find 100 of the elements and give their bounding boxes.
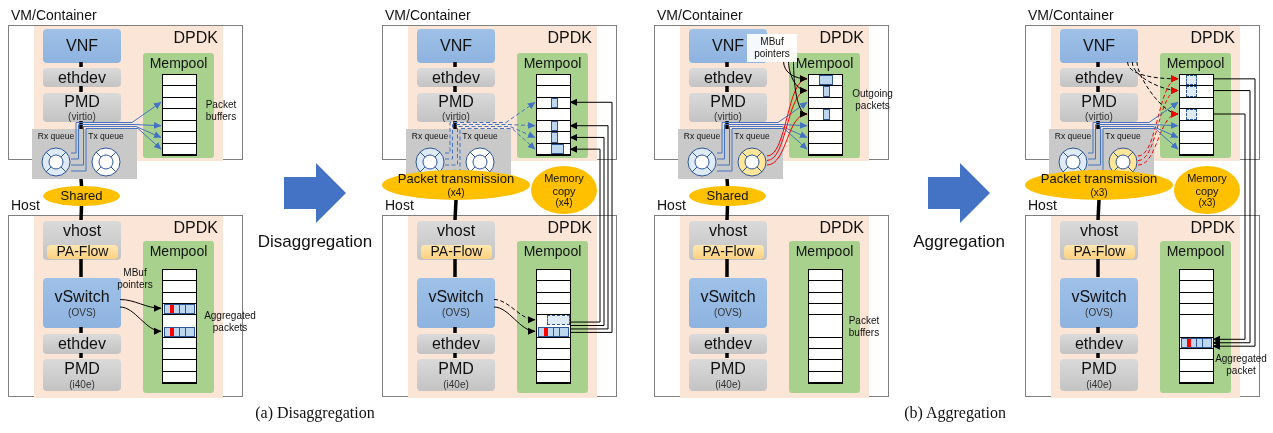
mempool-box xyxy=(1160,53,1231,158)
connector-line xyxy=(453,62,457,67)
buffer-stack xyxy=(536,74,571,156)
arrow xyxy=(444,126,536,166)
region-label: DPDK xyxy=(173,219,218,237)
connector-line xyxy=(79,121,83,129)
component-label: PA-Flow xyxy=(56,244,109,260)
arrow xyxy=(70,121,162,160)
arrow xyxy=(569,145,601,323)
frame-heading: Host xyxy=(657,198,686,214)
component-label: ethdev xyxy=(431,68,480,87)
component-box xyxy=(43,68,121,87)
arrow xyxy=(1137,77,1179,157)
component-sublabel: (i40e) xyxy=(443,378,469,390)
arrow xyxy=(1136,61,1179,117)
connector-line xyxy=(725,121,729,129)
component-label: vSwitch xyxy=(700,288,756,306)
region-label: DPDK xyxy=(547,219,592,237)
queue-label: Tx queue xyxy=(87,132,125,142)
component-box xyxy=(417,334,495,354)
region-label: DPDK xyxy=(547,29,592,47)
frame-heading: VM/Container xyxy=(11,8,97,24)
arrow xyxy=(716,101,808,154)
callout-label: MBuf pointers xyxy=(747,34,797,62)
mempool-label: Mempool xyxy=(794,56,855,72)
component-sublabel: (OVS) xyxy=(714,306,742,318)
queue-label: Rx queue xyxy=(682,132,722,142)
connector-line xyxy=(453,86,457,92)
badge-sublabel: (x4) xyxy=(555,196,573,208)
arrow xyxy=(493,306,536,334)
connector-line xyxy=(1096,86,1100,92)
region-label: DPDK xyxy=(1190,219,1235,237)
component-label: ethdev xyxy=(1074,335,1123,353)
frame-heading: VM/Container xyxy=(657,8,743,24)
connector-line xyxy=(79,86,83,92)
component-label: PMD xyxy=(438,92,474,111)
component-label: PMD xyxy=(438,360,474,378)
buffer-stack xyxy=(808,269,843,384)
arrow xyxy=(569,98,613,333)
component-label: ethdev xyxy=(431,335,480,353)
arrow xyxy=(444,101,536,154)
mempool-label: Mempool xyxy=(148,56,209,72)
component-sublabel: (i40e) xyxy=(1086,378,1112,390)
arrow xyxy=(1212,113,1246,343)
connector-line xyxy=(79,327,83,333)
component-label: PMD xyxy=(710,92,746,111)
queue-label: Tx queue xyxy=(461,132,499,142)
mempool-label: Mempool xyxy=(1165,244,1226,260)
connector-line xyxy=(1096,121,1100,129)
badge-label: Shared xyxy=(706,188,749,204)
connector-line xyxy=(453,259,457,277)
connector-line xyxy=(1096,353,1100,358)
arrow xyxy=(1212,90,1251,347)
connector-line xyxy=(725,178,730,187)
component-label: vSwitch xyxy=(428,288,484,306)
component-label: vhost xyxy=(1079,222,1119,240)
badge-sublabel: (x4) xyxy=(447,186,465,198)
component-sublabel: (OVS) xyxy=(442,306,470,318)
arrow xyxy=(569,133,605,326)
region-label: DPDK xyxy=(819,219,864,237)
connector-line xyxy=(1096,199,1101,221)
connector-line xyxy=(1096,62,1100,67)
frame-heading: Host xyxy=(385,198,414,214)
component-box xyxy=(1060,359,1138,391)
queue-label: Rx queue xyxy=(1053,132,1093,142)
queue-area-box xyxy=(678,129,783,179)
connector-line xyxy=(79,178,84,187)
component-label: ethdev xyxy=(57,68,106,87)
component-label: ethdev xyxy=(57,335,106,353)
mempool-label: Mempool xyxy=(148,244,209,260)
component-label: ethdev xyxy=(703,335,752,353)
queue-label: Tx queue xyxy=(733,132,771,142)
connector-line xyxy=(79,205,84,221)
badge-label: Memory copy xyxy=(543,172,585,197)
figure-caption: (a) Disaggregation xyxy=(254,404,376,424)
component-box xyxy=(47,245,118,259)
badge-sublabel: (x3) xyxy=(1090,186,1108,198)
component-box xyxy=(417,221,495,260)
step-label: Aggregation xyxy=(912,233,1006,252)
badge-label: Packet transmission xyxy=(1040,172,1158,187)
connector-line xyxy=(79,62,83,67)
connector-line xyxy=(725,205,730,221)
component-box xyxy=(1060,68,1138,87)
frame-heading: Host xyxy=(11,198,40,214)
arrow xyxy=(70,128,162,172)
connector-line xyxy=(725,86,729,92)
component-box xyxy=(1060,221,1138,260)
component-label: PMD xyxy=(710,360,746,378)
component-box xyxy=(689,359,767,391)
component-label: vSwitch xyxy=(1071,288,1127,306)
component-box xyxy=(689,93,767,122)
badge-label: Packet transmission xyxy=(397,172,515,187)
callout-label: Aggregated packets xyxy=(203,309,257,335)
arrow xyxy=(716,126,808,166)
component-box xyxy=(693,245,764,259)
arrow xyxy=(783,60,808,83)
component-box xyxy=(43,334,121,354)
arrow xyxy=(569,122,609,330)
component-box xyxy=(1060,29,1138,63)
arrow xyxy=(1137,112,1179,166)
